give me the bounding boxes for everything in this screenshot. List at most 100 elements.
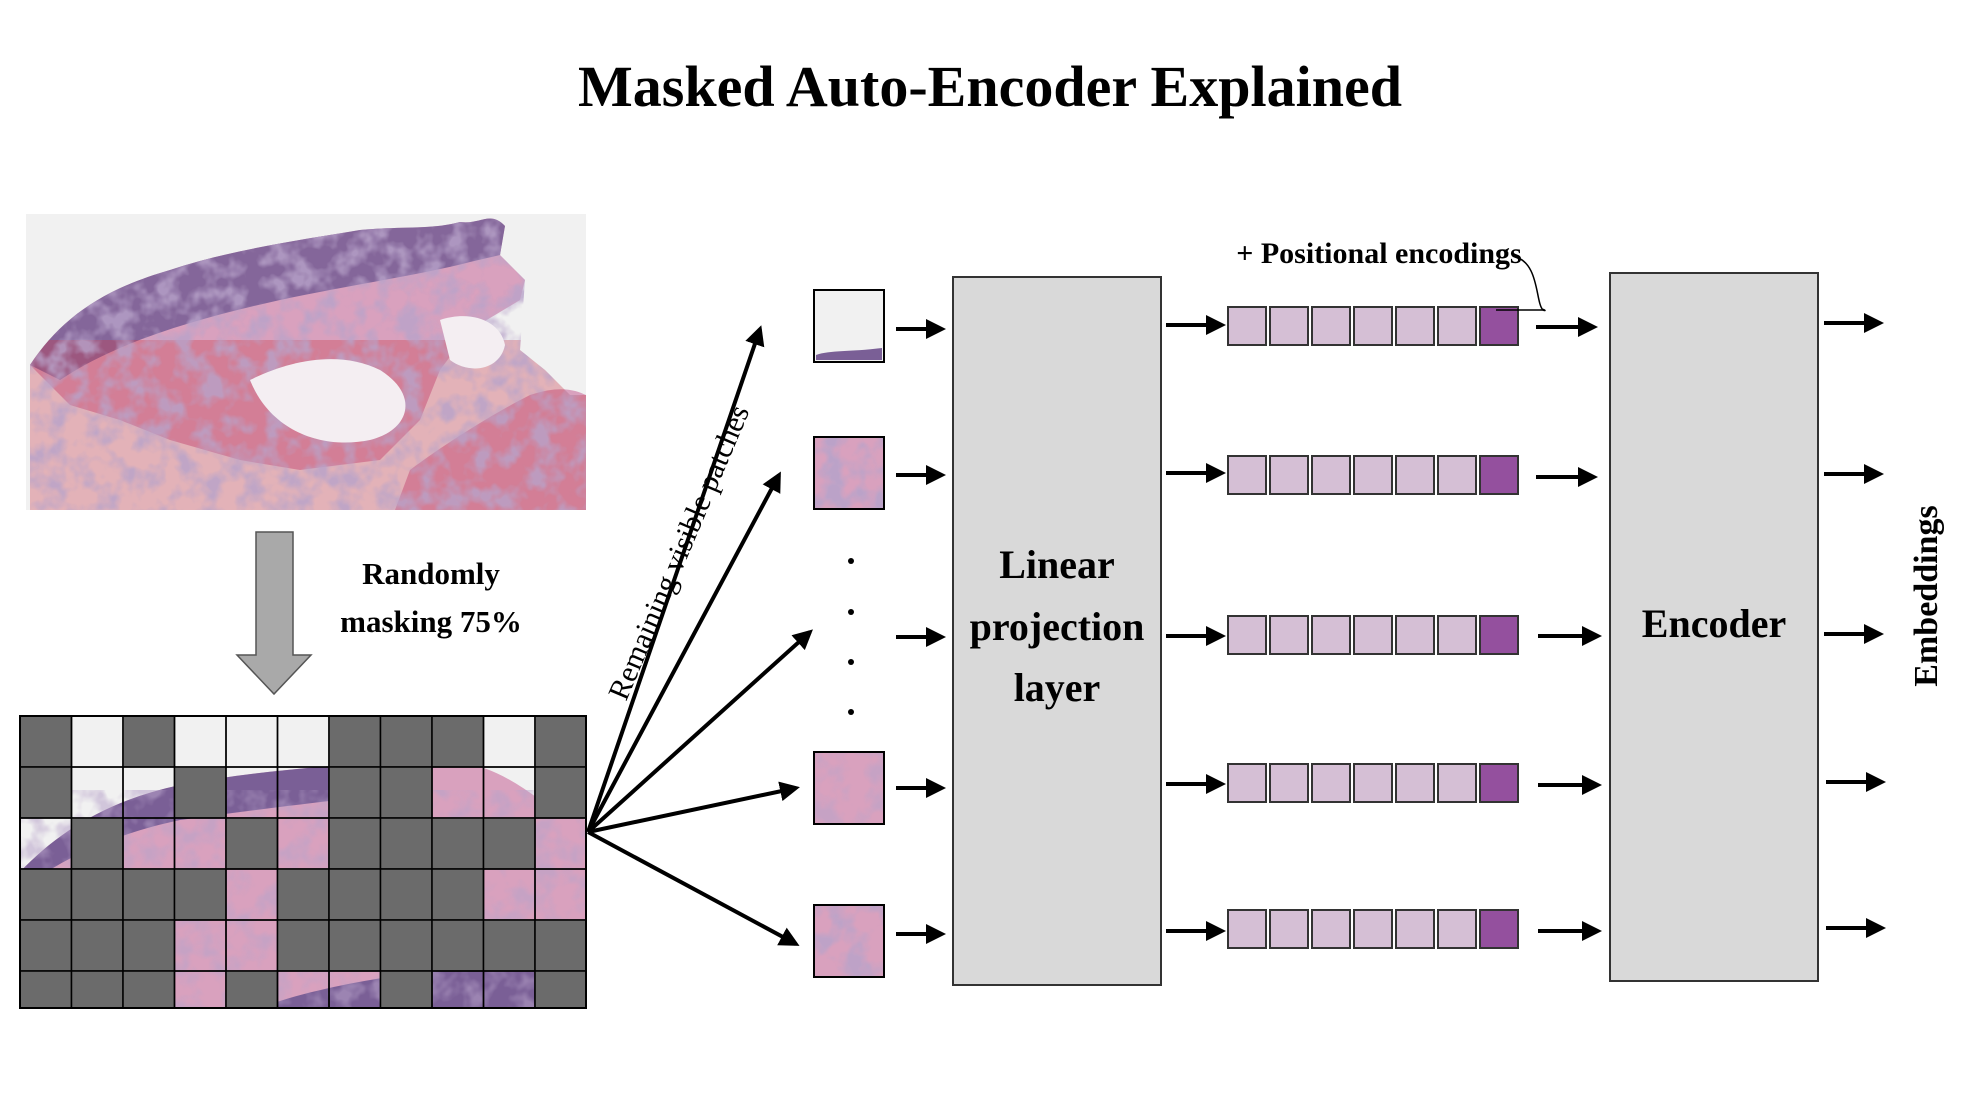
patch-fan-arrows xyxy=(586,325,813,946)
masked-patch-grid xyxy=(20,716,586,1008)
token-embedding xyxy=(1437,306,1477,346)
token-embedding xyxy=(1269,306,1309,346)
encoder-block xyxy=(1609,272,1819,982)
masked-grid-border xyxy=(19,715,587,1009)
positional-encoding-token xyxy=(1479,909,1519,949)
token-embedding xyxy=(1227,909,1267,949)
masked-patch-cell xyxy=(328,716,382,768)
masked-patch-cell xyxy=(20,766,73,819)
token-embedding xyxy=(1353,909,1393,949)
masked-patch-cell xyxy=(482,817,536,870)
masked-patch-cell xyxy=(276,919,330,972)
positional-encoding-token xyxy=(1479,455,1519,495)
token-embedding xyxy=(1395,306,1435,346)
masked-patch-cell xyxy=(379,766,433,819)
token-embedding xyxy=(1395,455,1435,495)
masked-patch-cell xyxy=(431,817,485,870)
linear-label-line3: layer xyxy=(1014,665,1101,710)
masked-patch-cell xyxy=(379,919,433,972)
masked-patch-cell xyxy=(431,919,485,972)
visible-patches xyxy=(813,289,885,978)
positional-encoding-token xyxy=(1479,306,1519,346)
token-embedding xyxy=(1269,763,1309,803)
masked-patch-cell xyxy=(534,919,586,972)
token-embedding xyxy=(1395,615,1435,655)
positional-encoding-token xyxy=(1479,615,1519,655)
masked-patch-cell xyxy=(534,716,586,768)
masked-patch-cell xyxy=(70,817,124,870)
masked-patch-cell xyxy=(328,919,382,972)
masked-patch-cell xyxy=(482,919,536,972)
linear-label-line2: projection xyxy=(970,604,1145,649)
masked-patch-cell xyxy=(534,970,586,1008)
masked-patch-cell xyxy=(379,868,433,921)
token-embedding xyxy=(1353,455,1393,495)
masked-patch-cell xyxy=(379,970,433,1008)
token-embedding xyxy=(1227,455,1267,495)
token-embedding xyxy=(1269,909,1309,949)
masked-patch-cell xyxy=(328,766,382,819)
positional-encoding-token xyxy=(1479,763,1519,803)
masked-patch-cell xyxy=(328,868,382,921)
masked-patch-cell xyxy=(431,868,485,921)
token-embedding xyxy=(1437,615,1477,655)
encoder-label: Encoder xyxy=(1642,601,1786,646)
masked-patch-cell xyxy=(70,868,124,921)
encoder-output-arrows xyxy=(1824,313,1886,938)
token-embedding xyxy=(1269,615,1309,655)
token-embedding xyxy=(1227,306,1267,346)
masked-patch-cell xyxy=(379,817,433,870)
token-embedding-rows xyxy=(1227,306,1519,949)
token-embedding xyxy=(1227,763,1267,803)
masked-patch-cell xyxy=(20,716,73,768)
token-embedding xyxy=(1353,306,1393,346)
masked-patch-cell xyxy=(431,716,485,768)
masked-patch-cell xyxy=(20,919,73,972)
patch-2 xyxy=(813,436,885,510)
masked-patch-cell xyxy=(276,868,330,921)
page-title: Masked Auto-Encoder Explained xyxy=(578,54,1402,119)
token-to-encoder-arrows xyxy=(1536,317,1602,941)
ellipsis-dots xyxy=(848,558,854,715)
token-embedding xyxy=(1353,763,1393,803)
token-embedding xyxy=(1353,615,1393,655)
masking-label-line2: masking 75% xyxy=(340,604,522,639)
masked-patch-cell xyxy=(70,919,124,972)
fan-arrow-1 xyxy=(586,325,765,833)
masking-label-line1: Randomly xyxy=(362,556,500,591)
linear-label-line1: Linear xyxy=(999,542,1115,587)
masked-patch-cell xyxy=(328,817,382,870)
masked-patch-cell xyxy=(122,970,176,1008)
linear-to-token-arrows xyxy=(1166,315,1226,941)
linear-projection-block xyxy=(952,276,1162,986)
token-embedding xyxy=(1437,909,1477,949)
fan-arrow-2 xyxy=(586,471,781,833)
patch-to-linear-arrows xyxy=(896,319,946,944)
masked-patch-cell xyxy=(20,970,73,1008)
token-embedding xyxy=(1311,909,1351,949)
token-embedding xyxy=(1311,763,1351,803)
masked-patch-cell xyxy=(173,868,227,921)
masking-down-arrow xyxy=(235,531,313,696)
masked-patch-cell xyxy=(122,919,176,972)
token-embedding xyxy=(1437,455,1477,495)
masked-patch-cell xyxy=(534,766,586,819)
patch-5 xyxy=(813,904,885,978)
positional-encodings-label: + Positional encodings xyxy=(1236,237,1521,270)
token-embedding xyxy=(1269,455,1309,495)
masked-patch-cell xyxy=(379,716,433,768)
fan-arrow-5 xyxy=(587,830,800,946)
token-embedding xyxy=(1311,455,1351,495)
fan-arrow-4 xyxy=(587,781,800,834)
masked-patch-cell xyxy=(122,716,176,768)
masked-patch-cell xyxy=(173,766,227,819)
masked-patch-cell xyxy=(122,868,176,921)
token-embedding xyxy=(1227,615,1267,655)
masked-patch-cell xyxy=(20,868,73,921)
embeddings-label: Embeddings xyxy=(1908,505,1945,686)
masked-patch-cell xyxy=(225,970,279,1008)
fan-arrow-3 xyxy=(586,629,813,834)
token-embedding xyxy=(1311,306,1351,346)
